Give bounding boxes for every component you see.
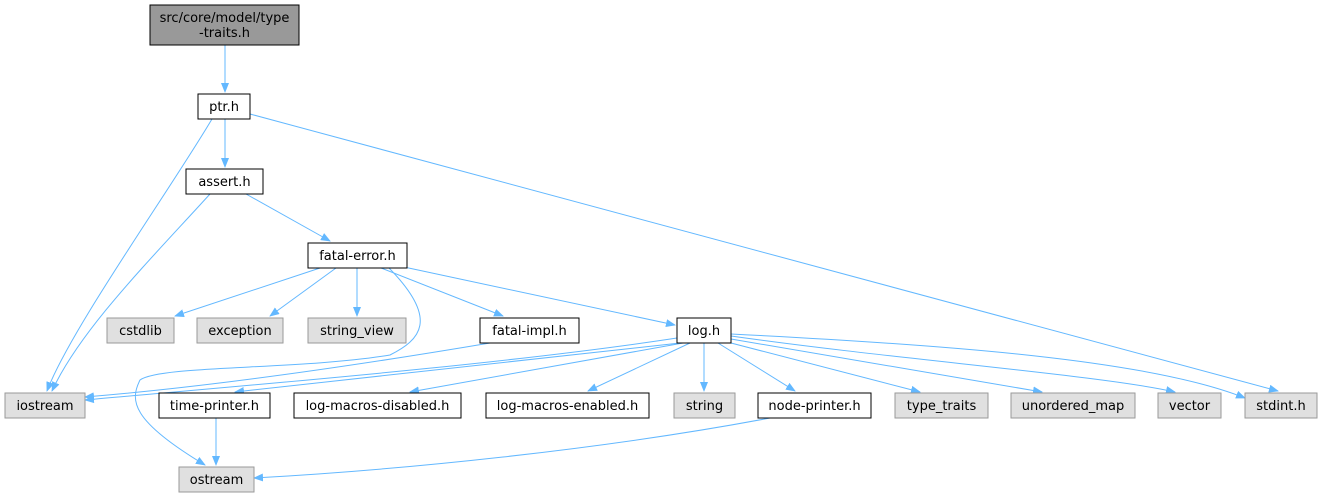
node-box (676, 317, 732, 344)
node-string: string (673, 392, 736, 419)
node-node-printer[interactable]: node-printer.h (757, 392, 872, 419)
node-iostream: iostream (4, 392, 86, 419)
node-box (1244, 392, 1318, 419)
node-box (485, 392, 650, 419)
node-box (673, 392, 736, 419)
node-cstdlib: cstdlib (106, 317, 175, 344)
node-label: fatal-impl.h (492, 324, 566, 339)
edge-assert-to-fatal_error (245, 193, 331, 242)
node-label: exception (208, 324, 272, 339)
edge-log-to-unordered_map (730, 338, 1043, 395)
node-label: time-printer.h (170, 399, 259, 414)
edge-log-to-node_printer (717, 342, 796, 392)
edge-fatal_error-to-ostream (134, 267, 421, 466)
node-box (479, 317, 580, 344)
node-fatal-impl[interactable]: fatal-impl.h (479, 317, 580, 344)
node-label: stdint.h (1256, 399, 1305, 414)
node-label: ptr.h (209, 100, 239, 115)
node-label: log.h (688, 324, 720, 339)
node-box (196, 317, 284, 344)
node-label: cstdlib (119, 324, 162, 339)
edge-log-to-type_traits (730, 342, 921, 394)
node-ostream: ostream (178, 466, 255, 493)
node-time-printer[interactable]: time-printer.h (158, 392, 271, 419)
node-box (106, 317, 175, 344)
node-assert[interactable]: assert.h (185, 168, 264, 195)
node-log[interactable]: log.h (676, 317, 732, 344)
edge-log-to-vector (730, 335, 1176, 394)
node-box (307, 317, 407, 344)
node-label: -traits.h (199, 26, 250, 41)
node-label: node-printer.h (768, 399, 860, 414)
edge-fatal_impl-to-iostream (84, 342, 491, 401)
node-label: src/core/model/type (160, 11, 290, 26)
node-label: string (686, 399, 723, 414)
file-nodes: src/core/model/type-traits.h ptr.h assert.… (4, 4, 1318, 493)
node-box (307, 242, 408, 269)
node-label: log-macros-enabled.h (497, 399, 638, 414)
node-box (178, 466, 255, 493)
edge-fatal_error-to-exception (269, 267, 337, 317)
edge-fatal_error-to-log (403, 266, 676, 328)
node-box (1010, 392, 1136, 419)
node-box (757, 392, 872, 419)
node-label: vector (1169, 399, 1211, 414)
node-ptr[interactable]: ptr.h (197, 93, 251, 120)
node-label: string_view (320, 324, 394, 339)
node-box (293, 392, 462, 419)
node-label: type_traits (907, 399, 977, 414)
node-box (158, 392, 271, 419)
edge-node_printer-to-ostream (253, 417, 771, 482)
node-string-view: string_view (307, 317, 407, 344)
node-box (4, 392, 86, 419)
node-exception: exception (196, 317, 284, 344)
edge-log-to-log_macros_disabled (409, 342, 684, 395)
node-label: log-macros-disabled.h (306, 399, 450, 414)
node-vector: vector (1157, 392, 1222, 419)
node-box (149, 4, 300, 46)
edge-log-to-time_printer (234, 342, 681, 395)
node-label: unordered_map (1022, 399, 1125, 414)
edge-log-to-stdint (730, 333, 1246, 399)
node-fatal-error[interactable]: fatal-error.h (307, 242, 408, 269)
node-label: assert.h (198, 175, 250, 190)
edge-fatal_error-to-fatal_impl (380, 267, 504, 317)
edge-fatal_error-to-cstdlib (174, 267, 321, 317)
node-stdint: stdint.h (1244, 392, 1318, 419)
edge-log-to-log_macros_enabled (587, 342, 691, 392)
edge-ptr-to-stdint (249, 113, 1279, 393)
edge-assert-to-iostream (51, 193, 211, 392)
node-type-traits: type_traits (894, 392, 989, 419)
node-unordered-map: unordered_map (1010, 392, 1136, 419)
edge-ptr-to-iostream (46, 118, 213, 392)
node-box (894, 392, 989, 419)
node-root: src/core/model/type-traits.h (149, 4, 300, 46)
node-label: ostream (190, 473, 244, 488)
node-label: fatal-error.h (319, 249, 396, 264)
node-box (185, 168, 264, 195)
node-log-macros-enabled[interactable]: log-macros-enabled.h (485, 392, 650, 419)
node-log-macros-disabled[interactable]: log-macros-disabled.h (293, 392, 462, 419)
node-box (1157, 392, 1222, 419)
node-label: iostream (16, 399, 73, 414)
node-box (197, 93, 251, 120)
